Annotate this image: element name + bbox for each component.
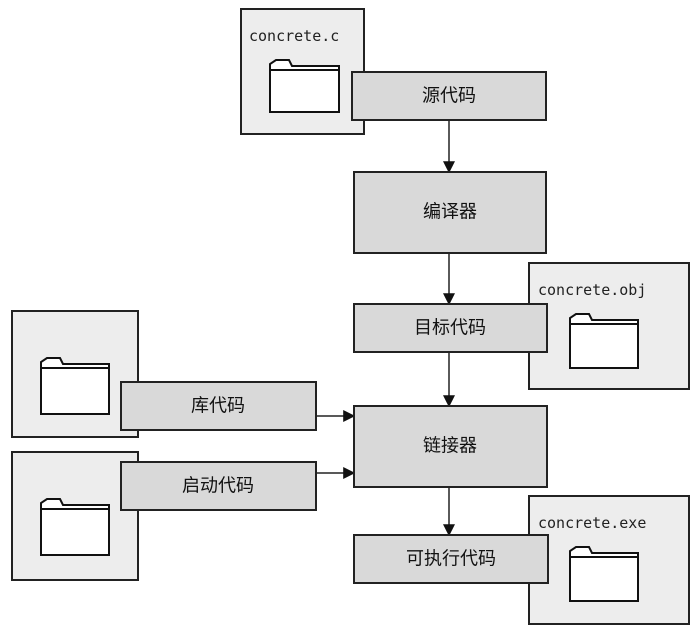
startup-code-box: 启动代码 <box>120 461 317 511</box>
executable-code-box: 可执行代码 <box>353 534 549 584</box>
source-folder-icon <box>269 59 340 113</box>
object-code-label: 目标代码 <box>414 318 486 339</box>
object-folder-icon <box>569 313 639 369</box>
library-code-label: 库代码 <box>191 396 245 417</box>
startup-folder-icon <box>40 498 110 556</box>
startup-code-label: 启动代码 <box>182 476 254 497</box>
object-code-box: 目标代码 <box>353 303 548 353</box>
library-folder-icon <box>40 357 110 415</box>
executable-file-name: concrete.exe <box>538 514 646 532</box>
library-code-box: 库代码 <box>120 381 317 431</box>
source-file-name: concrete.c <box>249 27 339 45</box>
object-file-name: concrete.obj <box>538 281 646 299</box>
executable-file-panel: concrete.exe <box>528 495 690 625</box>
linker-label: 链接器 <box>423 436 477 457</box>
linker-box: 链接器 <box>353 405 548 488</box>
source-file-panel: concrete.c <box>240 8 365 135</box>
compiler-box: 编译器 <box>353 171 547 254</box>
object-file-panel: concrete.obj <box>528 262 690 390</box>
compiler-label: 编译器 <box>423 202 477 223</box>
startup-file-panel <box>11 451 139 581</box>
source-code-label: 源代码 <box>422 86 476 107</box>
library-file-panel <box>11 310 139 438</box>
source-code-box: 源代码 <box>351 71 547 121</box>
executable-folder-icon <box>569 546 639 602</box>
executable-code-label: 可执行代码 <box>406 549 496 570</box>
